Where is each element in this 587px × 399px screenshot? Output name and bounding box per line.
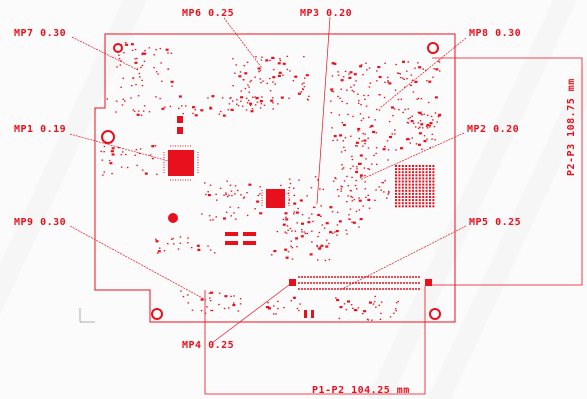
chip-large [168, 150, 194, 176]
dimension-lines [204, 57, 583, 395]
mounting-hole [101, 130, 115, 144]
dim-line-p2-p3 [432, 57, 583, 286]
mounting-hole [429, 308, 441, 320]
label-mp2: MP2 0.20 [467, 124, 520, 135]
origin-marker [79, 308, 95, 323]
board-outline [94, 33, 456, 323]
mounting-holes [101, 42, 441, 320]
chip-large-pins [163, 145, 199, 181]
mounting-hole [151, 308, 163, 320]
power-pads [177, 116, 432, 318]
mounting-hole [113, 43, 123, 53]
test-pad-p2 [425, 279, 432, 286]
label-mp8: MP8 0.30 [469, 28, 522, 39]
fiducial [168, 213, 178, 223]
dimension-p2-p3: P2-P3 108.75 mm [566, 78, 577, 176]
test-pad-p1 [289, 279, 296, 286]
label-mp5: MP5 0.25 [469, 217, 522, 228]
label-mp9: MP9 0.30 [14, 217, 67, 228]
label-mp3: MP3 0.20 [300, 8, 353, 19]
label-mp7: MP7 0.30 [14, 28, 67, 39]
leader-lines [69, 16, 467, 344]
edge-connector [298, 276, 420, 290]
dimension-p1-p2: P1-P2 104.25 mm [312, 385, 410, 396]
mounting-hole [427, 42, 439, 54]
small-components [100, 42, 442, 321]
bga-grid [395, 165, 435, 208]
label-mp4: MP4 0.25 [182, 340, 235, 351]
label-mp1: MP1 0.19 [14, 124, 67, 135]
dim-line-p1-p2 [204, 286, 426, 395]
label-mp6: MP6 0.25 [182, 8, 235, 19]
chip-medium [266, 189, 285, 208]
